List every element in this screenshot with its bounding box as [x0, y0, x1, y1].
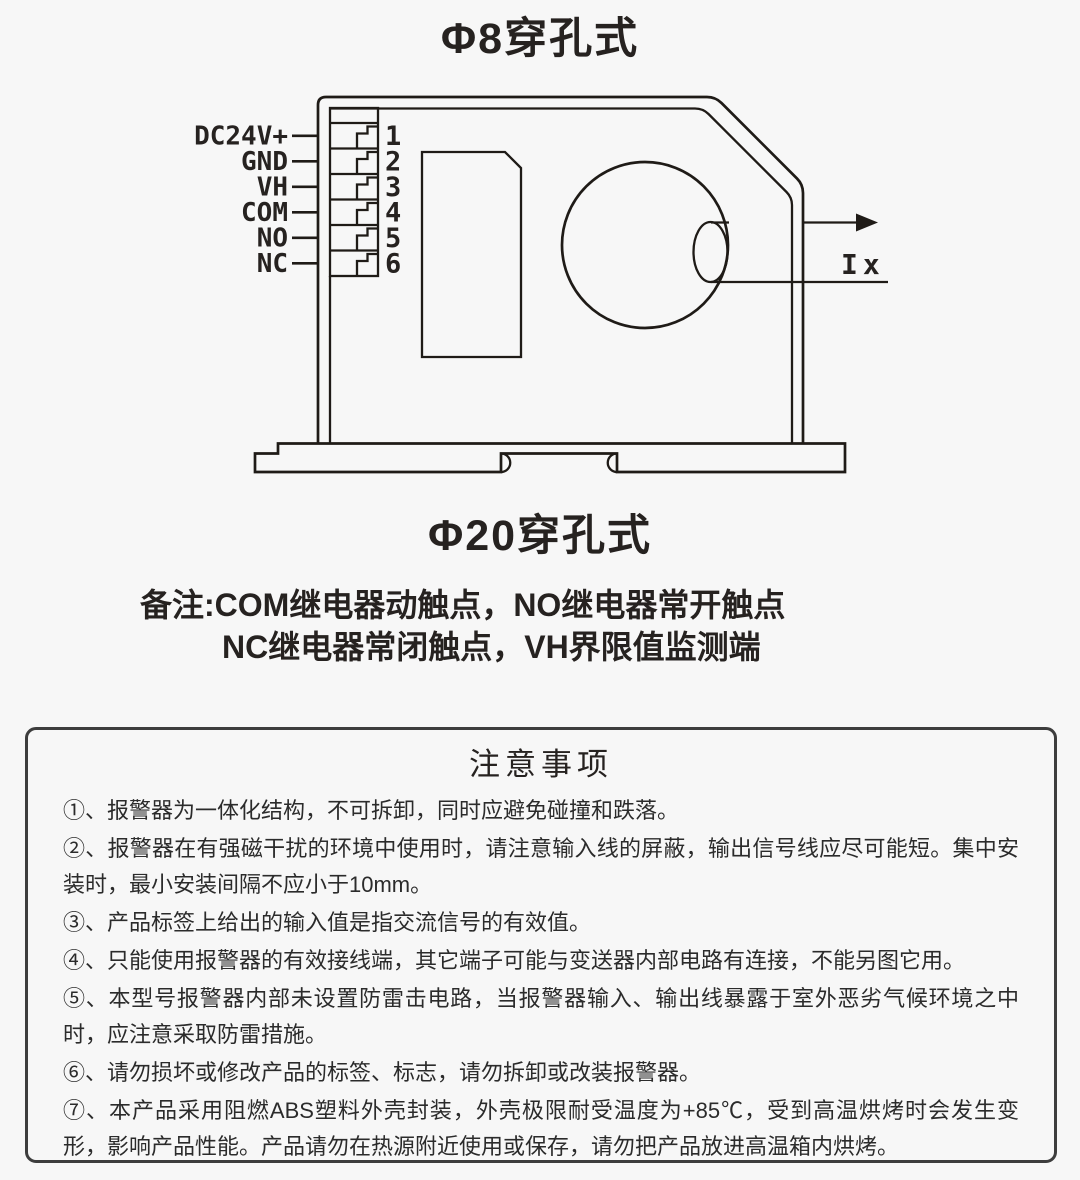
- current-arrow: Ix: [711, 213, 888, 284]
- terminal-label: GND: [241, 147, 288, 177]
- page-title-bottom: Φ20穿孔式: [427, 512, 653, 560]
- terminal-number: 1: [385, 121, 401, 152]
- rail-clip-icon: [606, 452, 618, 474]
- label-plate: [420, 150, 523, 359]
- notice-item: ⑥、请勿损坏或修改产品的标签、标志，请勿拆卸或改装报警器。: [63, 1060, 702, 1085]
- notice-item: ②、报警器在有强磁干扰的环境中使用时，请注意输入线的屏蔽，输出信号线应尽可能短。…: [63, 836, 1019, 897]
- notice-items: ①、报警器为一体化结构，不可拆卸，同时应避免碰撞和跌落。 ②、报警器在有强磁干扰…: [28, 793, 1054, 1165]
- terminal-contact-icon: [355, 201, 378, 225]
- page-title-top: Φ8穿孔式: [440, 15, 640, 63]
- notice-item: ⑤、本型号报警器内部未设置防雷击电路，当报警器输入、输出线暴露于室外恶劣气候环境…: [63, 986, 1019, 1047]
- rail-clip-icon: [500, 452, 512, 474]
- remark-block: 备注:COM继电器动触点，NO继电器常开触点 NC继电器常闭触点，VH界限值监测…: [140, 584, 940, 668]
- terminal-number: 5: [385, 223, 401, 254]
- terminal-number: 3: [385, 172, 401, 203]
- terminal-number: 4: [385, 198, 401, 229]
- terminal-contact-icon: [355, 125, 378, 149]
- notice-box: 注意事项 ①、报警器为一体化结构，不可拆卸，同时应避免碰撞和跌落。 ②、报警器在…: [25, 727, 1057, 1163]
- through-hole: [560, 160, 730, 330]
- notice-item: ④、只能使用报警器的有效接线端，其它端子可能与变送器内部电路有连接，不能另图它用…: [63, 948, 966, 973]
- terminal-block: [328, 106, 380, 278]
- terminal-labels: DC24V+ GND VH COM NO NC: [194, 122, 288, 280]
- terminal-contact-icon: [355, 252, 378, 276]
- terminal-label: NO: [257, 224, 288, 254]
- terminal-number: 2: [385, 147, 401, 178]
- current-label: Ix: [841, 248, 885, 281]
- terminal-label: VH: [257, 173, 288, 203]
- terminal-numbers: 1 2 3 4 5 6: [385, 121, 401, 280]
- terminal-label: NC: [257, 249, 288, 279]
- terminal-label: COM: [241, 198, 288, 228]
- device-outline: [316, 95, 805, 444]
- remark-line-2: NC继电器常闭触点，VH界限值监测端: [222, 629, 761, 665]
- notice-item: ①、报警器为一体化结构，不可拆卸，同时应避免碰撞和跌落。: [63, 798, 680, 823]
- din-rail-base: [253, 442, 847, 474]
- terminal-contact-icon: [355, 227, 378, 251]
- device-diagram: DC24V+ GND VH COM NO NC 1 2 3 4 5 6: [194, 95, 888, 474]
- terminal-label: DC24V+: [194, 122, 288, 152]
- terminal-leader-lines: [292, 134, 318, 265]
- terminal-contact-icon: [355, 176, 378, 200]
- notice-item: ⑦、本产品采用阻燃ABS塑料外壳封装，外壳极限耐受温度为+85℃，受到高温烘烤时…: [63, 1098, 1019, 1159]
- notice-item: ③、产品标签上给出的输入值是指交流信号的有效值。: [63, 910, 592, 935]
- terminal-number: 6: [385, 249, 401, 280]
- remark-line-1: 备注:COM继电器动触点，NO继电器常开触点: [140, 587, 786, 623]
- terminal-contact-icon: [355, 150, 378, 174]
- notice-title: 注意事项: [469, 747, 613, 782]
- arrow-head-icon: [856, 213, 878, 232]
